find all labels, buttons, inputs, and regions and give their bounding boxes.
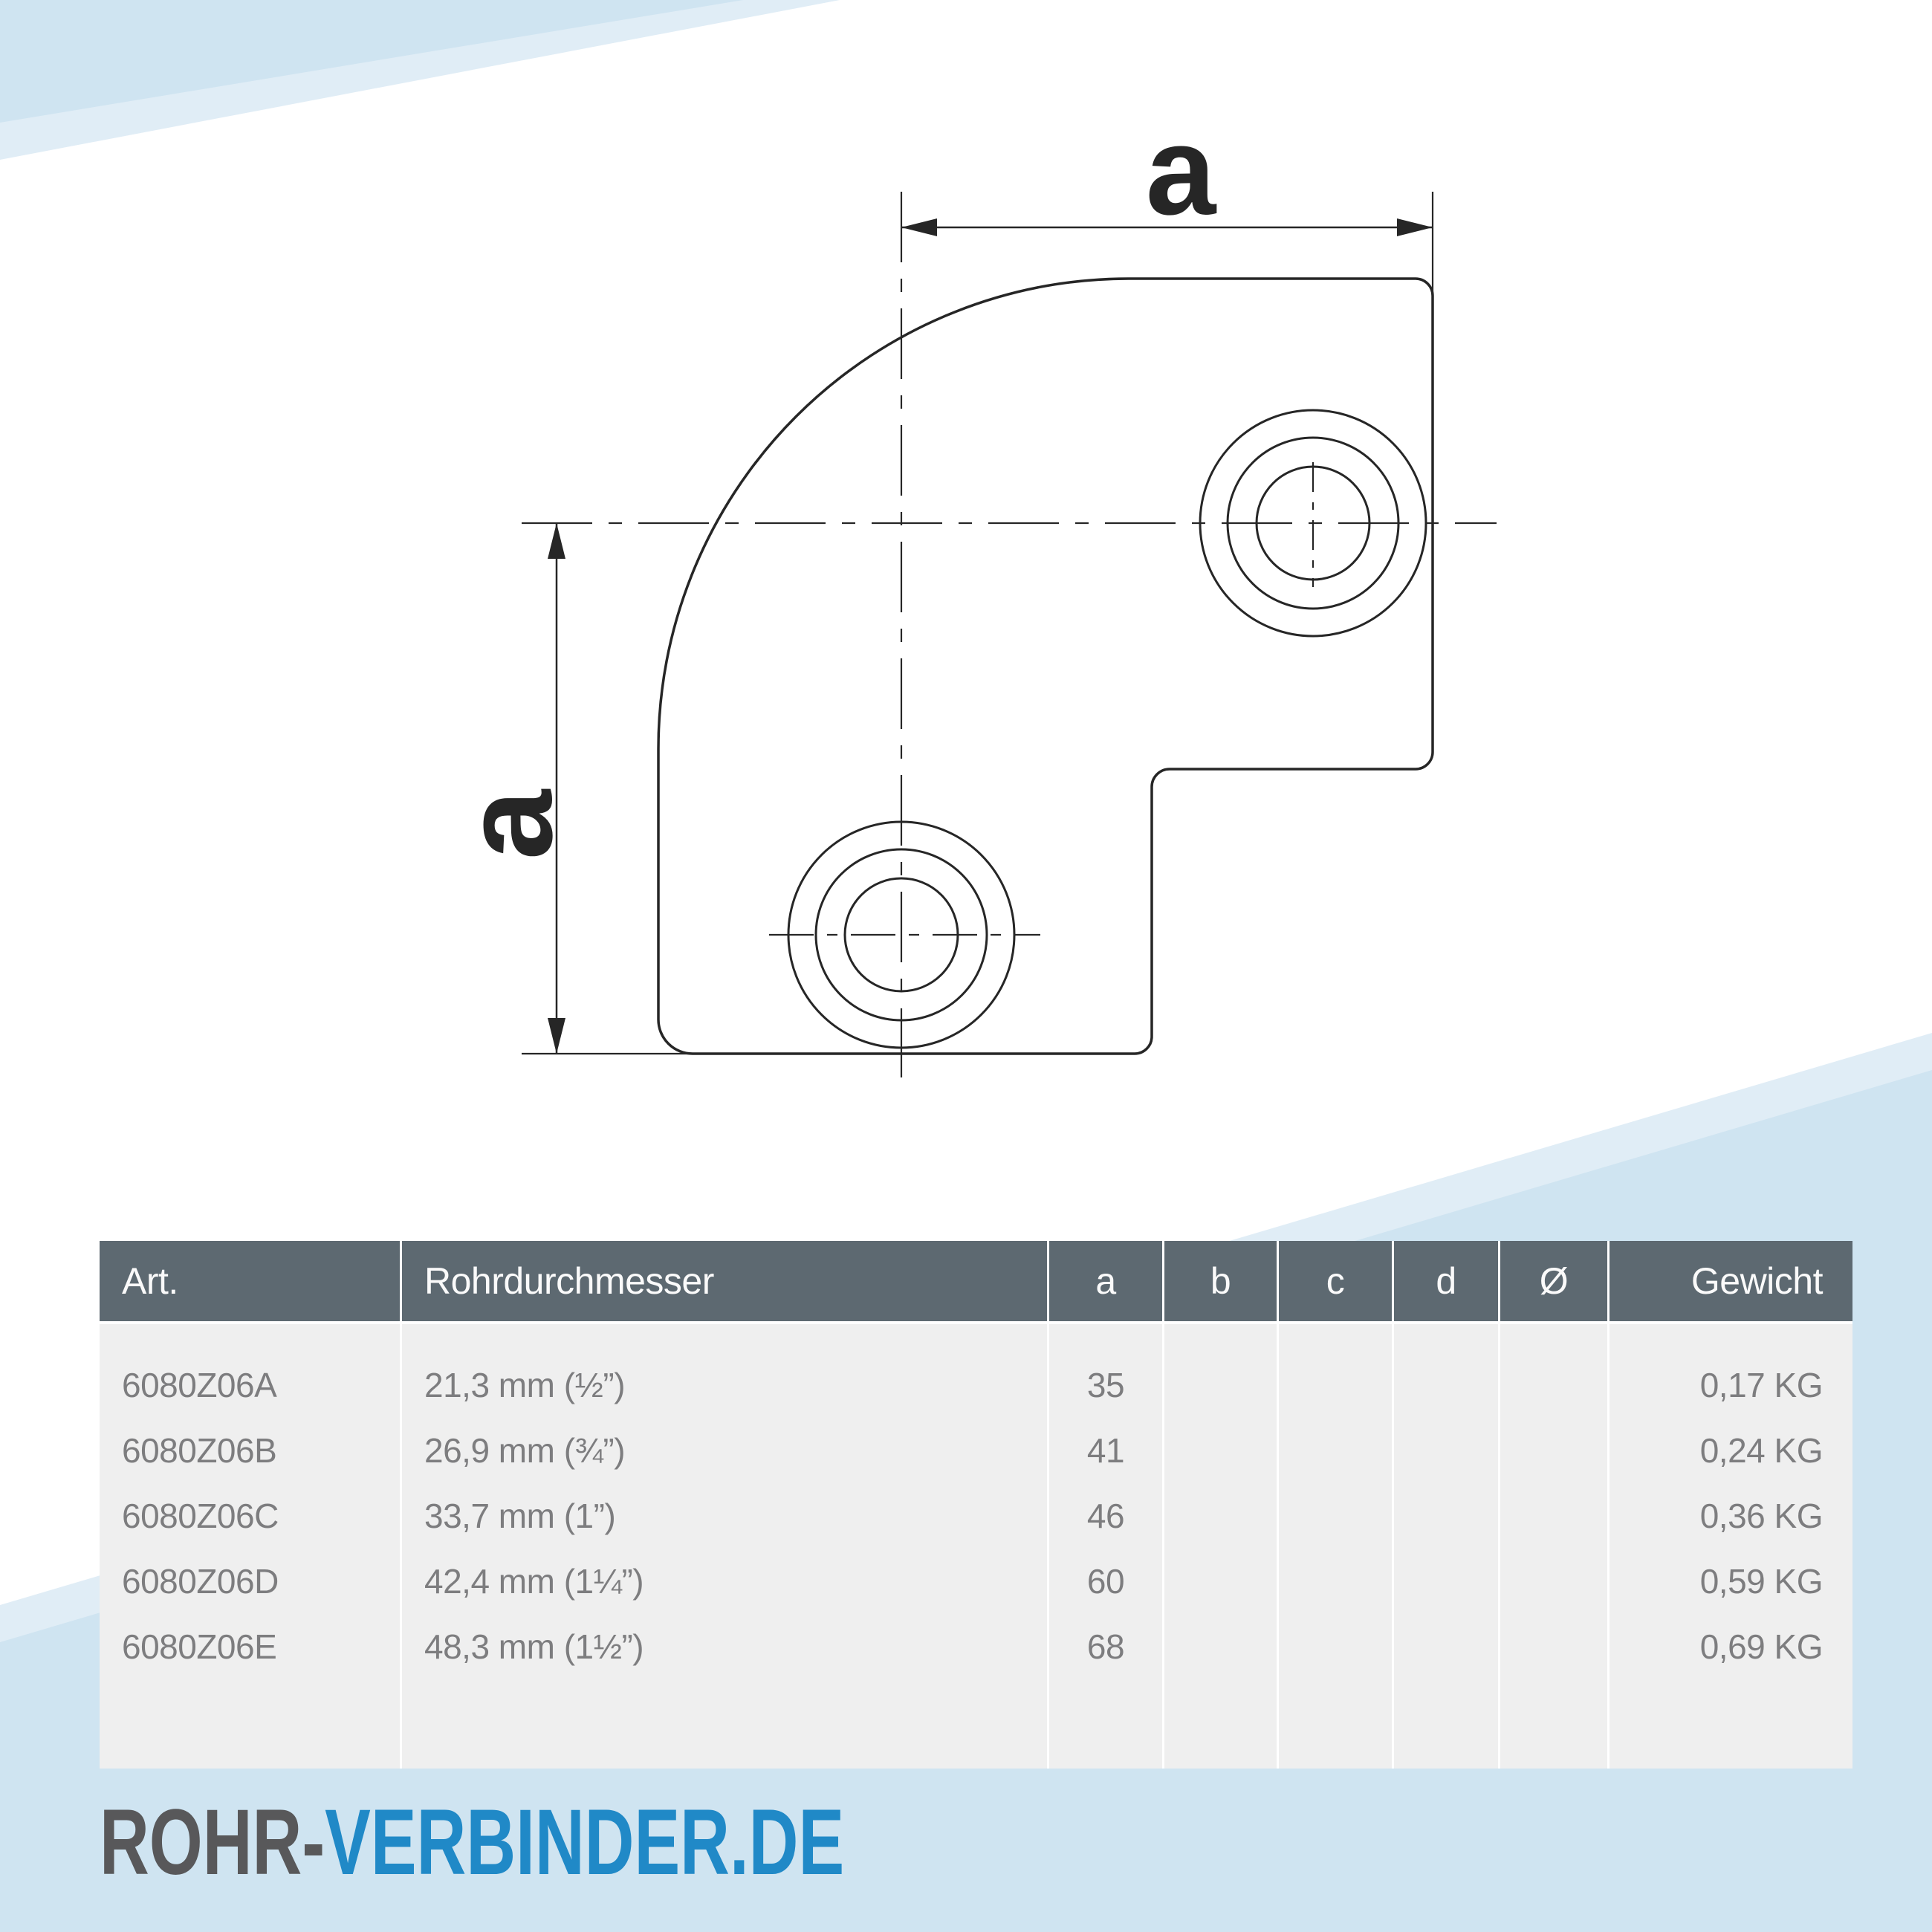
cell-a-2: 46	[1086, 1497, 1125, 1535]
cell-c-3	[1279, 1549, 1392, 1614]
site-logo: ROHR-VERBINDER.DE	[100, 1796, 844, 1889]
cell-diameter-2: 33,7 mm (1”)	[424, 1497, 616, 1535]
cell-diameter-1: 26,9 mm (¾”)	[424, 1431, 626, 1470]
cell-d-2	[1394, 1483, 1498, 1549]
cell-weight-2: 0,36 KG	[1699, 1497, 1824, 1535]
cell-weight-0: 0,17 KG	[1699, 1366, 1824, 1404]
top-left-wedge	[0, 0, 743, 123]
cell-b-4	[1164, 1614, 1277, 1679]
header-cell-a: a	[1049, 1241, 1162, 1321]
dimension-label-a-top: a	[1146, 100, 1217, 242]
left-dimension-arrow-bottom	[548, 1018, 565, 1054]
header-cell-d: d	[1394, 1241, 1498, 1321]
column-weight: 0,17 KG 0,24 KG 0,36 KG 0,59 KG 0,69 KG	[1610, 1324, 1852, 1769]
header-cell-b: b	[1164, 1241, 1277, 1321]
cell-diameter-4: 48,3 mm (1½”)	[424, 1627, 644, 1666]
cell-art-0: 6080Z06A	[122, 1366, 277, 1404]
cell-art-1: 6080Z06B	[122, 1431, 277, 1470]
cell-c-1	[1279, 1418, 1392, 1483]
logo-text-rohr: ROHR-	[100, 1791, 325, 1894]
column-b	[1164, 1324, 1277, 1769]
column-a: 35 41 46 60 68	[1049, 1324, 1162, 1769]
cell-diam-2	[1500, 1483, 1607, 1549]
cell-diam-4	[1500, 1614, 1607, 1679]
cell-diam-1	[1500, 1418, 1607, 1483]
cell-a-1: 41	[1086, 1431, 1125, 1470]
cell-b-0	[1164, 1352, 1277, 1418]
cell-a-4: 68	[1086, 1627, 1125, 1666]
cell-c-0	[1279, 1352, 1392, 1418]
cell-c-2	[1279, 1483, 1392, 1549]
cell-art-2: 6080Z06C	[122, 1497, 279, 1535]
cell-a-3: 60	[1086, 1562, 1125, 1601]
column-art: 6080Z06A 6080Z06B 6080Z06C 6080Z06D 6080…	[100, 1324, 400, 1769]
cell-d-4	[1394, 1614, 1498, 1679]
header-cell-weight: Gewicht	[1610, 1241, 1852, 1321]
cell-diameter-0: 21,3 mm (½”)	[424, 1366, 626, 1404]
cell-b-2	[1164, 1483, 1277, 1549]
top-dimension-arrow-left	[901, 218, 937, 236]
cell-weight-3: 0,59 KG	[1699, 1562, 1824, 1601]
dimension-label-a-left: a	[438, 788, 579, 860]
logo-text-verbinder: VERBINDER.DE	[325, 1791, 845, 1894]
cell-art-3: 6080Z06D	[122, 1562, 279, 1601]
column-c	[1279, 1324, 1392, 1769]
cell-a-0: 35	[1086, 1366, 1125, 1404]
cell-b-1	[1164, 1418, 1277, 1483]
cell-art-4: 6080Z06E	[122, 1627, 277, 1666]
column-diameter: 21,3 mm (½”) 26,9 mm (¾”) 33,7 mm (1”) 4…	[402, 1324, 1047, 1769]
header-cell-diameter: Rohrdurchmesser	[402, 1241, 1047, 1321]
header-cell-c: c	[1279, 1241, 1392, 1321]
cell-diameter-3: 42,4 mm (1¼”)	[424, 1562, 644, 1601]
cell-diam-3	[1500, 1549, 1607, 1614]
header-cell-diam: Ø	[1500, 1241, 1607, 1321]
cell-weight-4: 0,69 KG	[1699, 1627, 1824, 1666]
top-dimension-arrow-right	[1397, 218, 1433, 236]
spec-table: Art. Rohrdurchmesser a b c d Ø Gewicht 6…	[100, 1241, 1852, 1769]
cell-d-3	[1394, 1549, 1498, 1614]
cell-d-1	[1394, 1418, 1498, 1483]
column-d	[1394, 1324, 1498, 1769]
cell-d-0	[1394, 1352, 1498, 1418]
cell-c-4	[1279, 1614, 1392, 1679]
column-diam	[1500, 1324, 1607, 1769]
elbow-outline	[657, 277, 1434, 1055]
cell-weight-1: 0,24 KG	[1699, 1431, 1824, 1470]
cell-b-3	[1164, 1549, 1277, 1614]
left-dimension-arrow-top	[548, 523, 565, 559]
header-cell-art: Art.	[100, 1241, 400, 1321]
cell-diam-0	[1500, 1352, 1607, 1418]
